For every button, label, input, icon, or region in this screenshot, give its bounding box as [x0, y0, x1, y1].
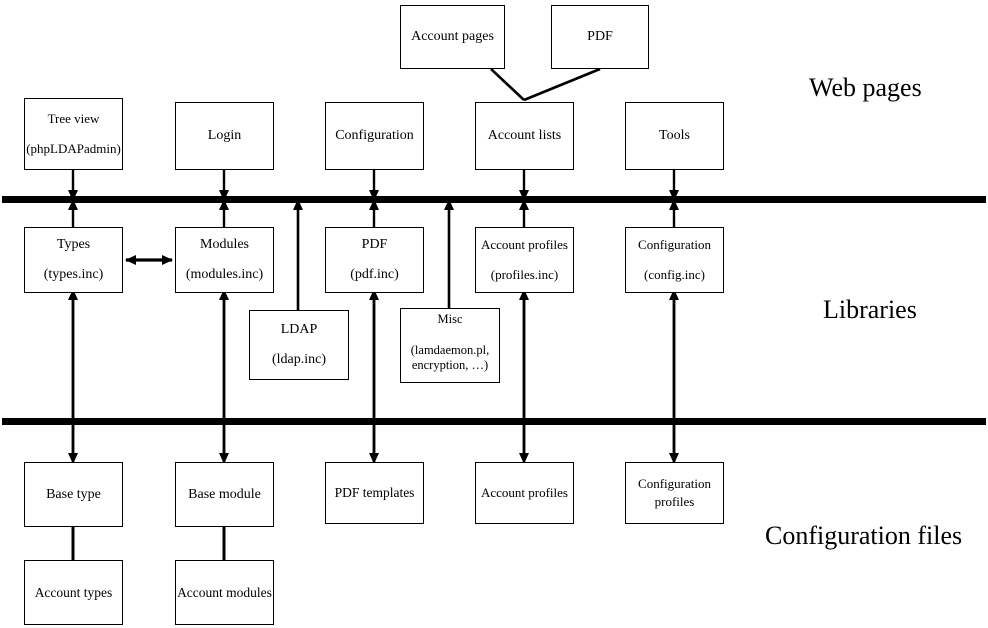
node-account-modules[interactable]: Account modules: [175, 560, 274, 625]
bus-web-libraries: [2, 196, 986, 203]
node-pdf-templates-label: PDF templates: [334, 485, 415, 500]
section-label-libraries-text: Libraries: [823, 295, 917, 324]
node-account-profiles-file[interactable]: Account profiles: [475, 462, 574, 524]
node-login[interactable]: Login: [175, 102, 274, 170]
node-modules-sublabel: (modules.inc): [185, 267, 264, 282]
node-account-types-label: Account types: [34, 584, 113, 600]
node-account-pages[interactable]: Account pages: [400, 5, 505, 69]
bus-libraries-config: [2, 418, 986, 425]
node-configuration-lib[interactable]: Configuration (config.inc): [625, 227, 724, 293]
node-pdf-lib-label: PDF: [361, 237, 388, 252]
node-types-sublabel: (types.inc): [43, 267, 104, 282]
node-ldap[interactable]: LDAP (ldap.inc): [249, 310, 349, 380]
node-account-types[interactable]: Account types: [24, 560, 123, 625]
node-modules-label: Modules: [200, 237, 249, 252]
connector-pdf-to-account-lists: [523, 67, 601, 102]
node-configuration-profiles-sublabel: profiles: [654, 494, 695, 509]
node-configuration-page-label: Configuration: [335, 128, 414, 143]
node-tree-view[interactable]: Tree view (phpLDAPadmin): [24, 98, 123, 170]
node-account-modules-label: Account modules: [177, 584, 272, 600]
node-account-lists[interactable]: Account lists: [475, 102, 574, 170]
node-misc-sublabel-2: encryption, …): [411, 358, 489, 372]
section-label-web-pages: Web pages: [809, 73, 922, 103]
node-modules[interactable]: Modules (modules.inc): [175, 227, 274, 293]
node-configuration-lib-label: Configuration: [638, 237, 711, 252]
node-configuration-page[interactable]: Configuration: [325, 102, 424, 170]
node-account-profiles-lib-label: Account profiles: [480, 237, 568, 252]
node-pdf-source[interactable]: PDF: [551, 5, 649, 69]
section-label-web-pages-text: Web pages: [809, 73, 922, 102]
node-base-type[interactable]: Base type: [24, 462, 123, 527]
section-label-configuration-files: Configuration files: [765, 521, 962, 551]
node-ldap-label: LDAP: [280, 322, 318, 337]
node-types[interactable]: Types (types.inc): [24, 227, 123, 293]
connector-account-pages-to-account-lists: [490, 68, 525, 101]
node-base-module-label: Base module: [188, 486, 261, 502]
node-login-label: Login: [207, 128, 242, 143]
node-misc[interactable]: Misc (lamdaemon.pl, encryption, …): [400, 308, 500, 383]
node-account-pages-label: Account pages: [411, 29, 494, 44]
node-configuration-profiles[interactable]: Configuration profiles: [625, 462, 724, 524]
node-tools-label: Tools: [659, 128, 690, 143]
node-misc-sublabel-1: (lamdaemon.pl,: [410, 343, 490, 357]
node-configuration-lib-sublabel: (config.inc): [643, 267, 705, 282]
section-label-configuration-files-text: Configuration files: [765, 521, 963, 550]
section-label-libraries: Libraries: [823, 295, 917, 325]
node-account-profiles-file-label: Account profiles: [480, 485, 568, 500]
node-ldap-sublabel: (ldap.inc): [271, 352, 327, 367]
node-tools[interactable]: Tools: [625, 102, 724, 170]
node-pdf-lib[interactable]: PDF (pdf.inc): [325, 227, 424, 293]
node-pdf-source-label: PDF: [587, 29, 613, 44]
node-base-module[interactable]: Base module: [175, 462, 274, 527]
node-pdf-templates[interactable]: PDF templates: [325, 462, 424, 524]
node-base-type-label: Base type: [46, 486, 101, 502]
node-configuration-profiles-label: Configuration: [638, 476, 711, 491]
node-account-profiles-lib-sublabel: (profiles.inc): [490, 267, 559, 282]
node-account-lists-label: Account lists: [487, 128, 562, 143]
node-account-profiles-lib[interactable]: Account profiles (profiles.inc): [475, 227, 574, 293]
node-types-label: Types: [56, 237, 91, 252]
node-misc-label: Misc: [437, 312, 463, 326]
node-pdf-lib-sublabel: (pdf.inc): [350, 267, 399, 282]
node-tree-view-label: Tree view: [47, 111, 100, 126]
node-tree-view-sublabel: (phpLDAPadmin): [26, 141, 121, 156]
